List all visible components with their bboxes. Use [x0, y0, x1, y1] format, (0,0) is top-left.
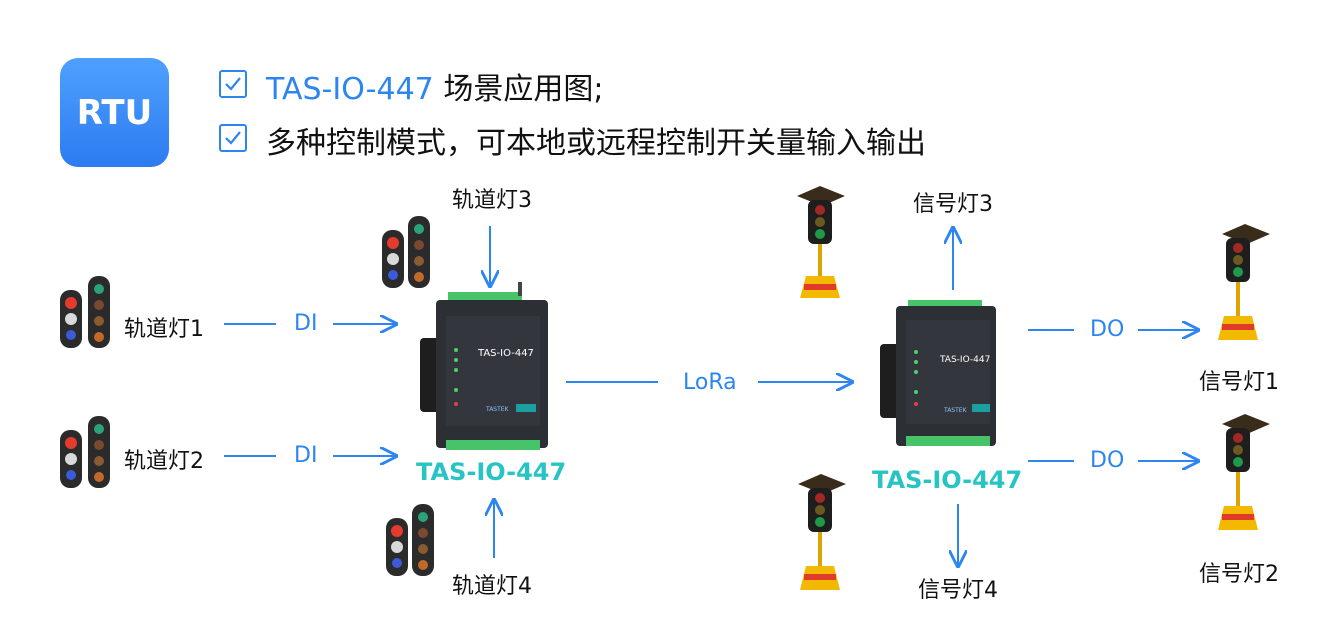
rail-signal-icon — [60, 416, 110, 488]
do-label-1: DO — [1090, 317, 1125, 342]
rail-signal-icon — [386, 504, 434, 576]
signal-light-4-label: 信号灯4 — [918, 578, 998, 603]
device-brand-text: TASTEK — [485, 406, 510, 413]
rail-signal-icon — [382, 216, 430, 288]
device-model-text: TAS-IO-447 — [477, 348, 534, 359]
rail-light-2-label: 轨道灯2 — [124, 449, 204, 474]
signal-light-1-label: 信号灯1 — [1199, 370, 1279, 395]
rtu-device-icon — [880, 300, 996, 446]
device-model-text: TAS-IO-447 — [939, 355, 990, 365]
header-line-2: 多种控制模式，可本地或远程控制开关量输入输出 — [266, 126, 926, 161]
device-brand-text: TASTEK — [943, 407, 968, 414]
header-line-1-text: 场景应用图; — [433, 72, 604, 107]
do-label-2: DO — [1090, 448, 1125, 473]
rtu-badge-text: RTU — [76, 92, 153, 133]
rail-signal-icon — [60, 276, 110, 348]
rail-light-1-label: 轨道灯1 — [124, 317, 204, 342]
signal-light-2-label: 信号灯2 — [1199, 562, 1279, 587]
rtu-badge: RTU — [60, 58, 169, 167]
checkbox-icon — [219, 70, 247, 98]
traffic-light-icon — [797, 186, 845, 298]
rail-light-4-label: 轨道灯4 — [452, 574, 532, 599]
di-label-2: DI — [294, 443, 318, 468]
checkbox-icon — [219, 124, 247, 152]
lora-label: LoRa — [683, 370, 737, 395]
traffic-light-icon — [1218, 414, 1270, 530]
rail-light-3-label: 轨道灯3 — [452, 188, 532, 213]
traffic-light-icon — [798, 474, 846, 590]
traffic-light-icon — [1218, 224, 1270, 340]
di-label-1: DI — [294, 311, 318, 336]
signal-light-3-label: 信号灯3 — [913, 192, 993, 217]
right-device-label: TAS-IO-447 — [872, 466, 1023, 494]
header-line-1: TAS-IO-447 场景应用图; — [266, 64, 603, 108]
rtu-device-icon — [420, 282, 548, 450]
left-device-label: TAS-IO-447 — [416, 458, 567, 486]
model-name: TAS-IO-447 — [266, 72, 434, 107]
